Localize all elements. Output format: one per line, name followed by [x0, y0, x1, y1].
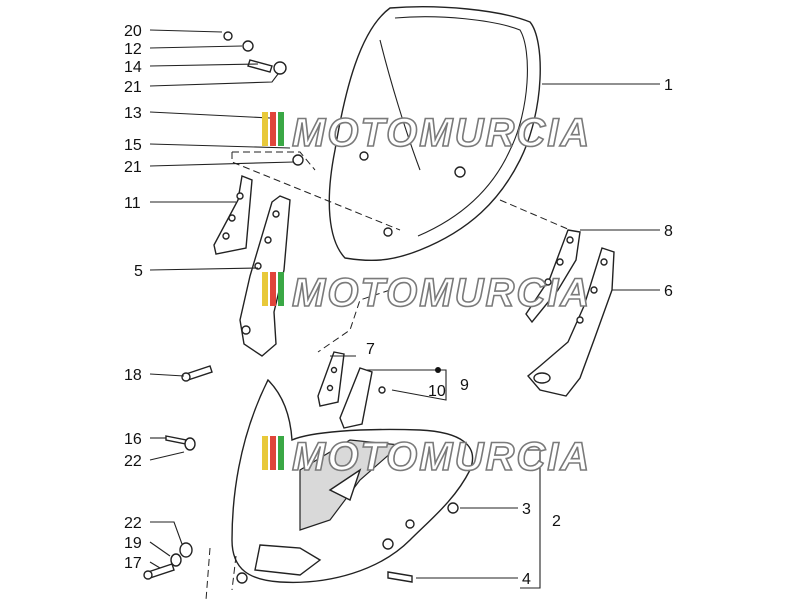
windshield: [328, 6, 541, 262]
callout-21-upper: 21: [124, 79, 142, 96]
callout-2: 2: [552, 513, 561, 530]
callout-4: 4: [522, 571, 531, 588]
callout-8: 8: [664, 223, 673, 240]
hardware: [143, 31, 459, 583]
callout-11: 11: [124, 195, 141, 212]
front-fairing: [231, 378, 474, 584]
callout-6: 6: [664, 283, 673, 300]
watermark-middle: MOTOMURCIA: [262, 270, 591, 316]
bracket-right-outer: [527, 247, 615, 397]
bracket-left-inner: [213, 175, 253, 255]
watermark-top: MOTOMURCIA: [262, 110, 591, 156]
callout-7: 7: [366, 341, 375, 358]
callout-17: 17: [124, 555, 142, 572]
callout-20: 20: [124, 23, 142, 40]
callout-15: 15: [124, 137, 142, 154]
callout-1: 1: [664, 77, 673, 94]
dot-marker: [435, 367, 441, 373]
callout-22-lower: 22: [124, 515, 142, 532]
bracket-right-inner: [525, 229, 581, 324]
watermark-text-middle: MOTOMURCIA: [292, 271, 591, 315]
callout-12: 12: [124, 41, 142, 58]
assembly-lines: [205, 151, 571, 600]
callout-10: 10: [428, 383, 446, 400]
callout-labels: 20 12 14 21 13 15 21 11 5 18 16 22 22 19…: [124, 23, 673, 588]
callout-16: 16: [124, 431, 142, 448]
callout-14: 14: [124, 59, 142, 76]
callout-19: 19: [124, 535, 142, 552]
watermark-text-top: MOTOMURCIA: [292, 111, 591, 155]
callout-5: 5: [134, 263, 143, 280]
callout-18: 18: [124, 367, 142, 384]
callout-22-upper: 22: [124, 453, 142, 470]
callout-3: 3: [522, 501, 531, 518]
callout-9: 9: [460, 377, 469, 394]
small-plates: [317, 351, 373, 429]
leader-lines: [149, 29, 660, 589]
callout-13: 13: [124, 105, 142, 122]
watermark-bottom: MOTOMURCIA: [262, 434, 591, 480]
watermark-text-bottom: MOTOMURCIA: [292, 435, 591, 479]
callout-21-lower: 21: [124, 159, 142, 176]
